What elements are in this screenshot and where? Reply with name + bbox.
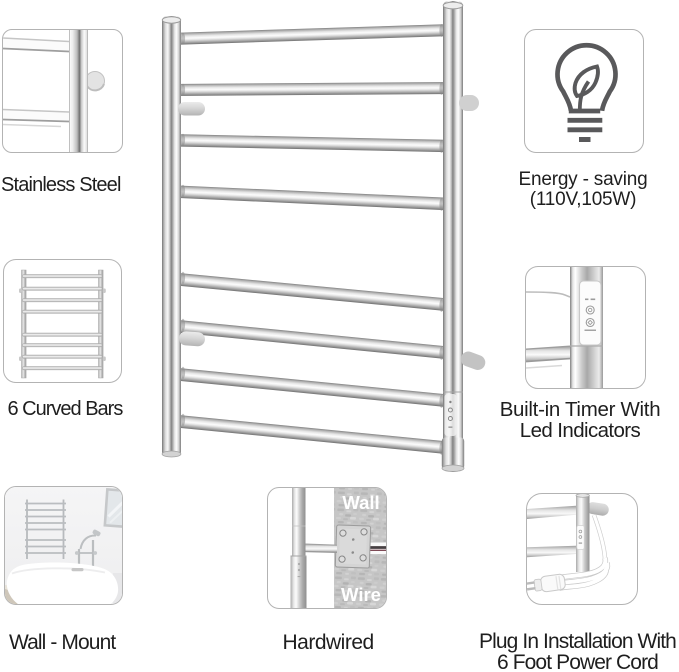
svg-text:Wall: Wall (342, 492, 379, 513)
svg-text:Wire: Wire (341, 584, 381, 605)
